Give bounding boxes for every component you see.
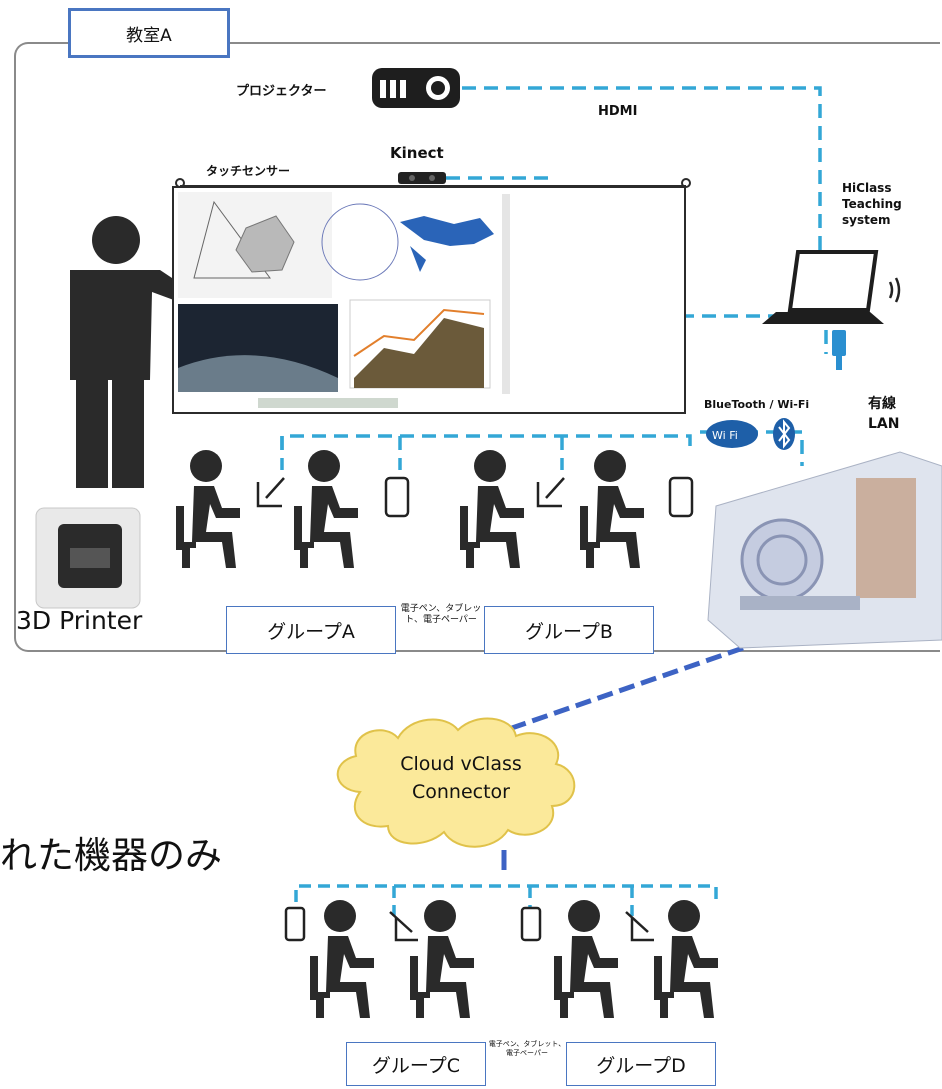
projector-label: プロジェクター	[236, 84, 327, 99]
group-a-label: グループA	[226, 606, 396, 654]
whiteboard-content	[178, 192, 510, 408]
cloud-label: Cloud vClass Connector	[400, 753, 522, 803]
group-d-label: グループD	[566, 1042, 716, 1086]
students-group-b	[460, 450, 524, 568]
group-b-label: グループB	[484, 606, 654, 654]
wired-lan-label: 有線 LAN	[868, 396, 900, 432]
connector-device-image	[707, 451, 942, 649]
room-label: 教室A	[68, 8, 230, 58]
remote-pen-tablet-icon	[389, 911, 654, 942]
laptop-icon	[762, 250, 884, 324]
pen-tablet-icon	[256, 477, 565, 508]
projector-icon	[372, 68, 460, 108]
students-group-b-2	[580, 450, 644, 568]
students-group-d	[554, 900, 618, 1018]
touch-sensor-label: タッチセンサー	[206, 164, 291, 178]
ethernet-cable-icon	[832, 330, 846, 370]
remote-links	[294, 884, 718, 916]
interactive-whiteboard	[172, 186, 686, 414]
hdmi-label: HDMI	[598, 104, 638, 119]
wireless-signal-icon	[888, 277, 901, 303]
printer-image	[35, 507, 141, 609]
students-group-c-2	[410, 900, 474, 1018]
connectivity-label: BlueTooth / Wi-Fi	[704, 398, 810, 411]
remote-devices-note: 電子ペン、タブレット、電子ペーパー	[488, 1040, 566, 1057]
side-caption: れた機器のみ	[0, 834, 222, 877]
cloud-shape	[336, 717, 576, 848]
classroom-links	[280, 86, 828, 470]
wifi-badge-icon: Wi Fi	[706, 420, 758, 448]
teaching-system-label: HiClass Teaching system	[842, 181, 902, 227]
tablet-icon	[384, 476, 694, 518]
bluetooth-icon	[773, 418, 795, 450]
students-group-c	[310, 900, 374, 1018]
students-group-d-2	[654, 900, 718, 1018]
wifi-badge-text: Wi Fi	[712, 429, 738, 442]
kinect-label: Kinect	[390, 144, 444, 162]
printer-label: 3D Printer	[16, 606, 143, 635]
devices-note: 電子ペン、タブレット、電子ペーパー	[400, 604, 482, 625]
remote-tablet-icon	[284, 906, 542, 942]
students-group-a-2	[294, 450, 358, 568]
teacher-icon	[70, 216, 196, 488]
students-group-a	[176, 450, 240, 568]
classroom-frame	[14, 42, 940, 652]
kinect-icon	[398, 172, 446, 184]
group-c-label: グループC	[346, 1042, 486, 1086]
